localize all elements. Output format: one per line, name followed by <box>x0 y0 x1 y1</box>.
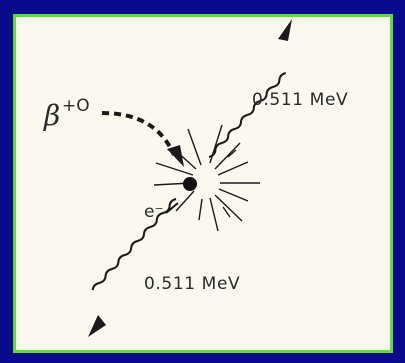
upper-photon-energy-label: 0.511 MeV <box>252 90 348 110</box>
annihilation-point <box>183 177 197 191</box>
upper-arrowhead-icon <box>278 19 292 41</box>
annihilation-diagram: β +O e⁻ 0.511 MeV 0.511 MeV <box>16 17 390 350</box>
electron-marker <box>166 203 178 213</box>
positron-symbol: β <box>43 99 60 132</box>
upper-photon-wave <box>209 58 286 171</box>
lower-photon-energy-label: 0.511 MeV <box>144 274 240 294</box>
diagram-card: β +O e⁻ 0.511 MeV 0.511 MeV <box>13 14 393 353</box>
positron-arrowhead-icon <box>167 145 184 167</box>
positron-dashed-path <box>102 113 174 155</box>
positron-superscript: +O <box>62 96 90 116</box>
lower-arrowhead-icon <box>88 315 106 337</box>
electron-label: e⁻ <box>144 202 163 222</box>
annihilation-burst <box>154 125 260 231</box>
